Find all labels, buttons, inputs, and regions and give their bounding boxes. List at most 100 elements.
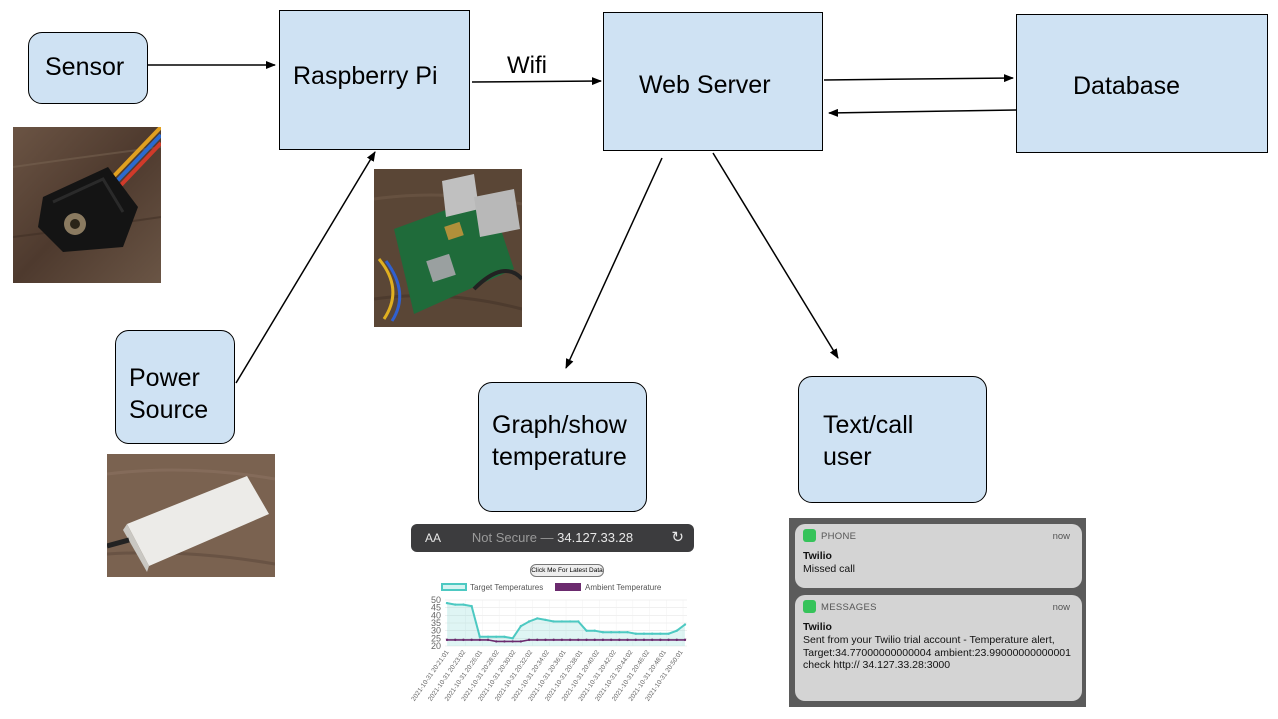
ambient-point xyxy=(626,638,629,642)
target-point xyxy=(478,635,482,638)
target-point xyxy=(536,617,539,620)
target-point xyxy=(511,637,514,640)
target-point xyxy=(634,632,637,635)
notification-time: now xyxy=(1052,602,1070,613)
latest-data-button[interactable]: Click Me For Latest Data xyxy=(530,564,604,577)
arrow-webserver-to-text xyxy=(712,152,839,359)
target-point xyxy=(585,629,588,632)
target-point xyxy=(650,632,654,635)
text-size-button[interactable]: AA xyxy=(425,531,442,545)
ambient-point xyxy=(495,640,498,643)
target-point xyxy=(626,631,629,634)
database-label: Database xyxy=(1073,72,1181,100)
ambient-point xyxy=(486,638,490,642)
ambient-point xyxy=(470,638,473,642)
y-tick-label: 50 xyxy=(431,595,441,605)
ambient-point xyxy=(601,638,605,642)
phone-notification-card[interactable]: PHONE now Twilio Missed call xyxy=(795,524,1082,588)
ambient-point xyxy=(659,638,662,642)
power-source-label-line1: Power xyxy=(129,364,200,392)
database-box: Database xyxy=(1016,14,1268,153)
target-point xyxy=(552,620,555,623)
power-source-label-line2: Source xyxy=(129,396,209,424)
address-value: 34.127.33.28 xyxy=(557,530,634,545)
ambient-point xyxy=(593,638,596,642)
y-tick-label: 45 xyxy=(431,603,441,613)
notification-time: now xyxy=(1052,531,1070,542)
ambient-point xyxy=(609,638,613,642)
notification-body: Missed call xyxy=(803,563,855,575)
raspberry-pi-photo xyxy=(374,169,522,327)
sensor-box: Sensor xyxy=(28,32,148,104)
graph-temperature-box: Graph/show temperature xyxy=(478,382,647,512)
ambient-point xyxy=(560,638,564,642)
target-point xyxy=(486,635,490,638)
address-bar[interactable]: AA Not Secure — 34.127.33.28 ↻ xyxy=(411,524,694,552)
ambient-point xyxy=(462,638,465,642)
ambient-point xyxy=(536,638,539,642)
ambient-series-line xyxy=(447,639,685,643)
graph-label-line1: Graph/show xyxy=(492,411,627,439)
notification-app: MESSAGES xyxy=(821,602,877,613)
ambient-legend-label: Ambient Temperature xyxy=(585,583,662,592)
target-point xyxy=(445,601,449,605)
ambient-point xyxy=(454,638,457,642)
arrow-webserver-to-database xyxy=(823,74,1014,83)
ambient-point xyxy=(503,640,506,643)
ambient-point xyxy=(445,638,449,642)
address-text: Not Secure — 34.127.33.28 xyxy=(411,530,694,545)
notification-sender: Twilio xyxy=(803,621,832,633)
messages-app-icon xyxy=(803,600,816,613)
target-point xyxy=(527,620,531,623)
target-point xyxy=(462,603,465,606)
power-source-box: Power Source xyxy=(115,330,235,444)
ambient-point xyxy=(683,638,687,642)
y-tick-label: 40 xyxy=(431,610,441,620)
ambient-point xyxy=(519,640,523,643)
target-point xyxy=(560,620,564,623)
arrow-power-to-pi xyxy=(235,151,376,384)
target-point xyxy=(601,631,605,634)
text-call-label-line2: user xyxy=(823,443,872,471)
target-point xyxy=(454,603,457,606)
ambient-point xyxy=(650,638,654,642)
arrow-webserver-to-graph xyxy=(565,157,663,369)
ambient-point xyxy=(544,638,547,642)
target-point xyxy=(544,618,547,622)
y-tick-label: 35 xyxy=(431,618,441,628)
text-call-label-line1: Text/call xyxy=(823,411,914,439)
reload-icon[interactable]: ↻ xyxy=(671,529,684,546)
target-point xyxy=(470,604,473,608)
ambient-point xyxy=(675,638,678,642)
raspberry-pi-label: Raspberry Pi xyxy=(293,62,438,90)
ambient-point xyxy=(478,638,482,642)
ambient-point xyxy=(577,638,580,642)
web-server-label: Web Server xyxy=(639,71,771,99)
wifi-label: Wifi xyxy=(507,52,547,79)
target-point xyxy=(683,623,687,626)
phone-notifications: PHONE now Twilio Missed call MESSAGES no… xyxy=(789,518,1086,707)
messages-notification-card[interactable]: MESSAGES now Twilio Sent from your Twili… xyxy=(795,595,1082,701)
arrow-database-to-webserver xyxy=(828,108,1017,117)
target-legend-swatch xyxy=(441,583,467,591)
target-point xyxy=(568,620,572,623)
ambient-point xyxy=(585,638,588,642)
target-point xyxy=(667,632,670,635)
target-point xyxy=(503,635,506,638)
target-point xyxy=(618,631,621,634)
sensor-photo xyxy=(13,127,161,283)
target-point xyxy=(577,620,580,623)
target-point xyxy=(642,632,646,635)
target-point xyxy=(495,635,498,638)
graph-label-line2: temperature xyxy=(492,443,627,471)
ambient-point xyxy=(634,638,637,642)
ambient-point xyxy=(642,638,646,642)
web-server-box: Web Server xyxy=(603,12,823,151)
ambient-point xyxy=(527,638,531,642)
sensor-label: Sensor xyxy=(45,53,125,81)
notification-sender: Twilio xyxy=(803,550,832,562)
notification-app: PHONE xyxy=(821,531,857,542)
target-legend-label: Target Temperatures xyxy=(470,583,544,592)
text-call-user-box: Text/call user xyxy=(798,376,987,503)
